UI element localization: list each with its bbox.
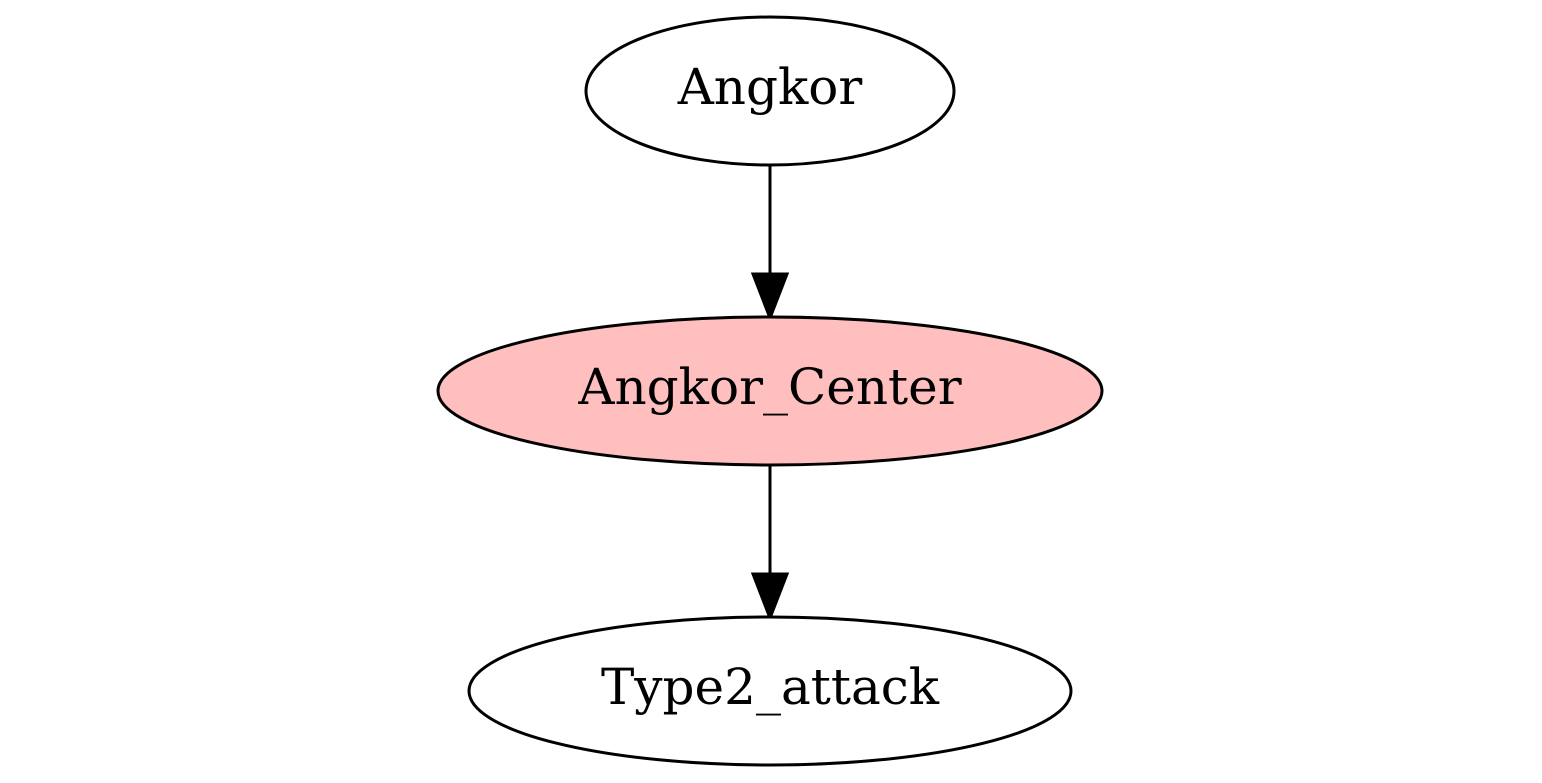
edge-arrowhead	[750, 272, 790, 323]
node-angkor-label: Angkor	[677, 58, 863, 116]
edge-arrowhead	[750, 572, 790, 623]
node-angkor[interactable]: Angkor	[584, 15, 956, 167]
node-angkor-shape	[584, 15, 956, 167]
node-type2-attack-label: Type2_attack	[601, 658, 940, 716]
node-angkor-center-shape	[436, 315, 1104, 467]
node-type2-attack-shape	[467, 615, 1073, 767]
node-angkor-center-label: Angkor_Center	[577, 358, 961, 416]
edge-angkor-to-angkor-center	[750, 166, 790, 323]
edge-angkor-center-to-type2-attack	[750, 466, 790, 623]
node-angkor-center[interactable]: Angkor_Center	[436, 315, 1104, 467]
node-type2-attack[interactable]: Type2_attack	[467, 615, 1073, 767]
